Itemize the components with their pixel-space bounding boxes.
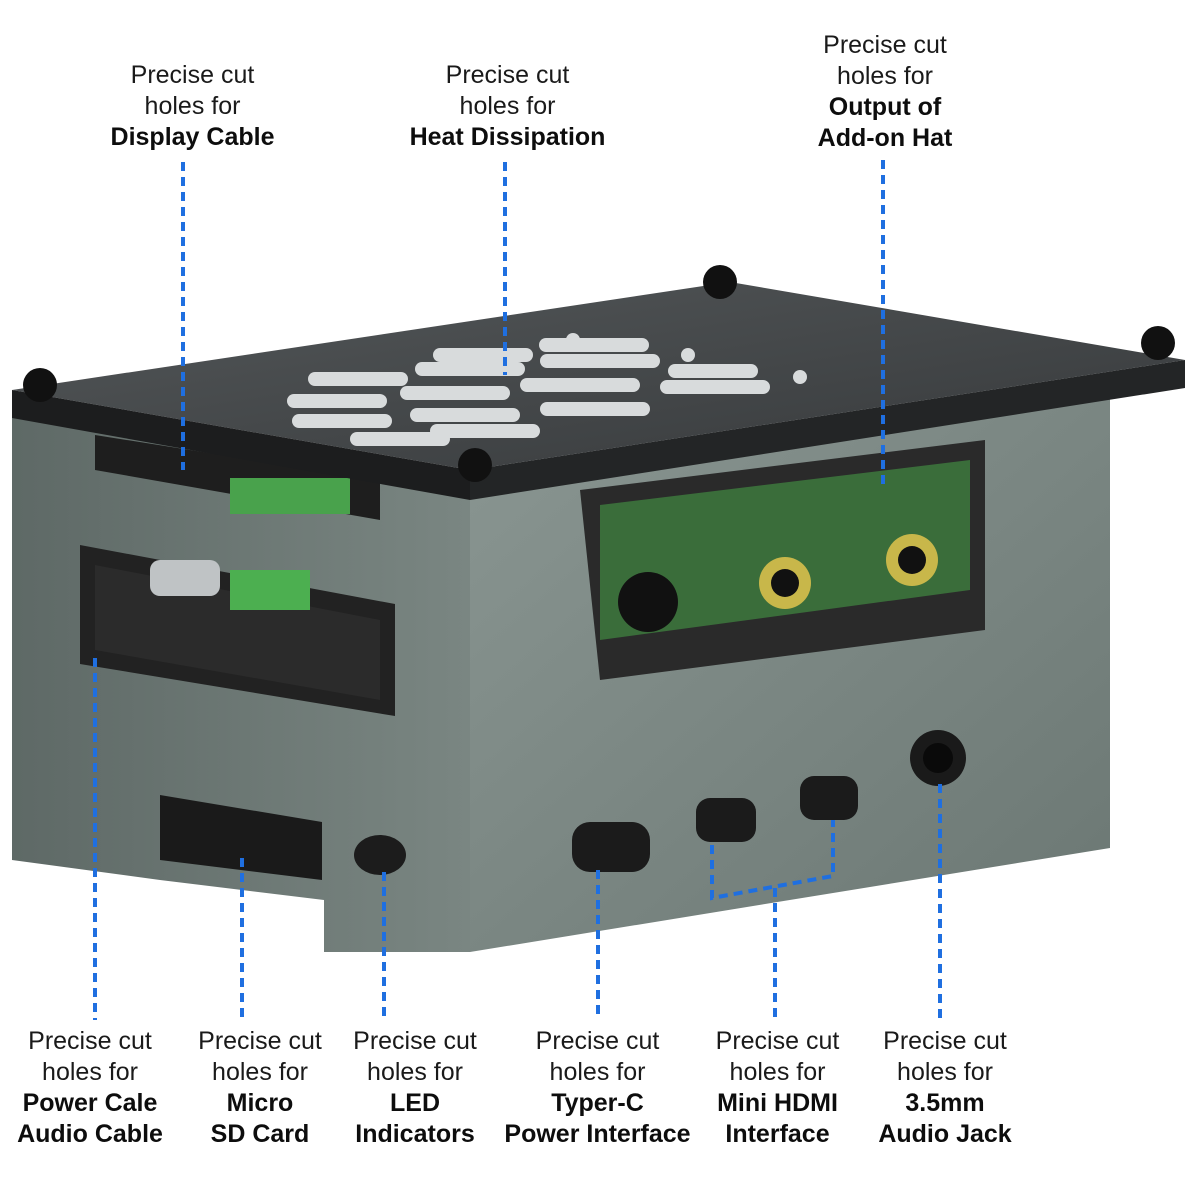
callout-line1: Precise cut [28, 1027, 152, 1055]
screw-icon [23, 265, 1175, 482]
callout-display-cable: Precise cut holes for Display Cable [90, 60, 295, 153]
callout-title: 3.5mm [905, 1089, 985, 1117]
callout-heat-dissipation: Precise cut holes for Heat Dissipation [395, 60, 620, 153]
callout-title-line2: SD Card [210, 1120, 310, 1148]
callout-title-line2: Add-on Hat [817, 124, 953, 152]
callout-title: Typer-C [551, 1089, 644, 1117]
callout-micro-sd: Precise cut holes for Micro SD Card [180, 1026, 340, 1150]
callout-mini-hdmi: Precise cut holes for Mini HDMI Interfac… [700, 1026, 855, 1150]
callout-line1: Precise cut [445, 61, 570, 89]
callout-title-line2: Audio Cable [17, 1120, 163, 1148]
mini-hdmi-cutout-icon [696, 798, 756, 842]
terminal-block-icon [230, 570, 310, 610]
usb-c-port-icon [150, 560, 220, 596]
micro-sd-slot-icon [160, 795, 322, 880]
callout-audio-jack: Precise cut holes for 3.5mm Audio Jack [865, 1026, 1025, 1150]
leader-line-mini-hdmi [710, 820, 835, 1020]
callout-title: Mini HDMI [717, 1089, 838, 1117]
callout-title: Output of [828, 93, 942, 121]
case-top-panel [12, 265, 1185, 500]
callout-line1: Precise cut [715, 1027, 840, 1055]
callout-line2: holes for [367, 1058, 463, 1086]
callout-title-line2: Power Interface [504, 1120, 691, 1148]
callout-led: Precise cut holes for LED Indicators [340, 1026, 490, 1150]
callout-title-line2: Audio Jack [878, 1120, 1012, 1148]
callout-title: Heat Dissipation [409, 123, 606, 151]
callout-line2: holes for [42, 1058, 138, 1086]
callout-title-line2: Indicators [355, 1120, 475, 1148]
callout-line1: Precise cut [823, 31, 947, 59]
callout-line2: holes for [144, 92, 241, 120]
callout-title-line2: Interface [725, 1120, 830, 1148]
callout-line2: holes for [837, 62, 933, 90]
case-left-side [12, 412, 470, 952]
callout-title: Display Cable [110, 123, 275, 151]
callout-line2: holes for [459, 92, 556, 120]
callout-line2: holes for [897, 1058, 993, 1086]
vent-slots-icon [287, 333, 807, 446]
callout-line1: Precise cut [130, 61, 255, 89]
callout-addon-hat: Precise cut holes for Output of Add-on H… [790, 30, 980, 154]
callout-title: Power Cale [22, 1089, 158, 1117]
callout-power-audio: Precise cut holes for Power Cale Audio C… [5, 1026, 175, 1150]
callout-typec: Precise cut holes for Typer-C Power Inte… [495, 1026, 700, 1150]
leader-lines [93, 160, 942, 1020]
callout-line2: holes for [729, 1058, 826, 1086]
audio-jack-icon [618, 572, 678, 632]
callout-line2: holes for [212, 1058, 308, 1086]
callout-title: Micro [226, 1089, 294, 1117]
led-hole-icon [354, 835, 406, 875]
callout-line1: Precise cut [883, 1027, 1007, 1055]
callout-line1: Precise cut [198, 1027, 322, 1055]
callout-title: LED [390, 1089, 440, 1117]
usb-c-cutout-icon [572, 822, 650, 872]
callout-line1: Precise cut [353, 1027, 477, 1055]
case-front-panel [470, 395, 1110, 952]
callout-line2: holes for [549, 1058, 646, 1086]
mini-hdmi-cutout-icon [800, 776, 858, 820]
callout-line1: Precise cut [535, 1027, 660, 1055]
